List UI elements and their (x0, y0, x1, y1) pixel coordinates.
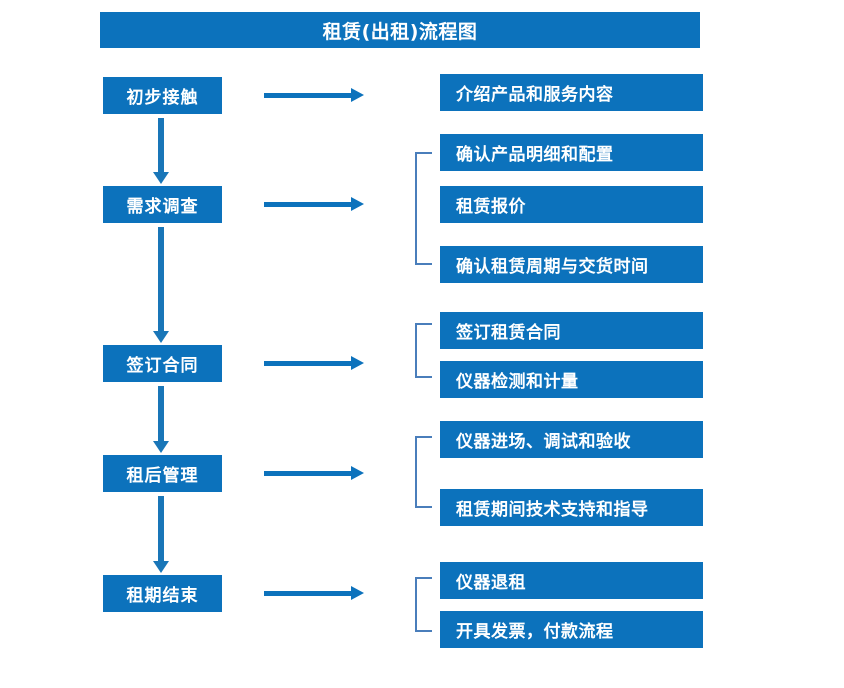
vertical-arrow-icon-3 (153, 386, 169, 453)
group-bracket-icon-4 (415, 577, 432, 632)
group-bracket-icon-3 (415, 436, 432, 508)
stage-box-3[interactable]: 签订合同 (103, 345, 222, 382)
chart-title: 租赁(出租)流程图 (100, 12, 700, 48)
horizontal-arrow-icon-5 (264, 586, 364, 600)
vertical-arrow-icon-1 (153, 118, 169, 184)
detail-box-1[interactable]: 介绍产品和服务内容 (440, 74, 703, 111)
detail-box-6[interactable]: 仪器检测和计量 (440, 361, 703, 398)
horizontal-arrow-icon-4 (264, 466, 364, 480)
vertical-arrow-icon-2 (153, 227, 169, 343)
detail-box-2[interactable]: 确认产品明细和配置 (440, 134, 703, 171)
detail-box-3[interactable]: 租赁报价 (440, 186, 703, 223)
detail-box-7[interactable]: 仪器进场、调试和验收 (440, 421, 703, 458)
horizontal-arrow-icon-2 (264, 197, 364, 211)
stage-box-4[interactable]: 租后管理 (103, 455, 222, 492)
vertical-arrow-icon-4 (153, 496, 169, 573)
horizontal-arrow-icon-3 (264, 356, 364, 370)
detail-box-10[interactable]: 开具发票，付款流程 (440, 611, 703, 648)
stage-box-2[interactable]: 需求调查 (103, 186, 222, 223)
detail-box-5[interactable]: 签订租赁合同 (440, 312, 703, 349)
detail-box-8[interactable]: 租赁期间技术支持和指导 (440, 489, 703, 526)
group-bracket-icon-2 (415, 323, 432, 378)
stage-box-5[interactable]: 租期结束 (103, 575, 222, 612)
horizontal-arrow-icon-1 (264, 88, 364, 102)
detail-box-9[interactable]: 仪器退租 (440, 562, 703, 599)
stage-box-1[interactable]: 初步接触 (103, 77, 222, 114)
group-bracket-icon-1 (415, 152, 432, 265)
detail-box-4[interactable]: 确认租赁周期与交货时间 (440, 246, 703, 283)
